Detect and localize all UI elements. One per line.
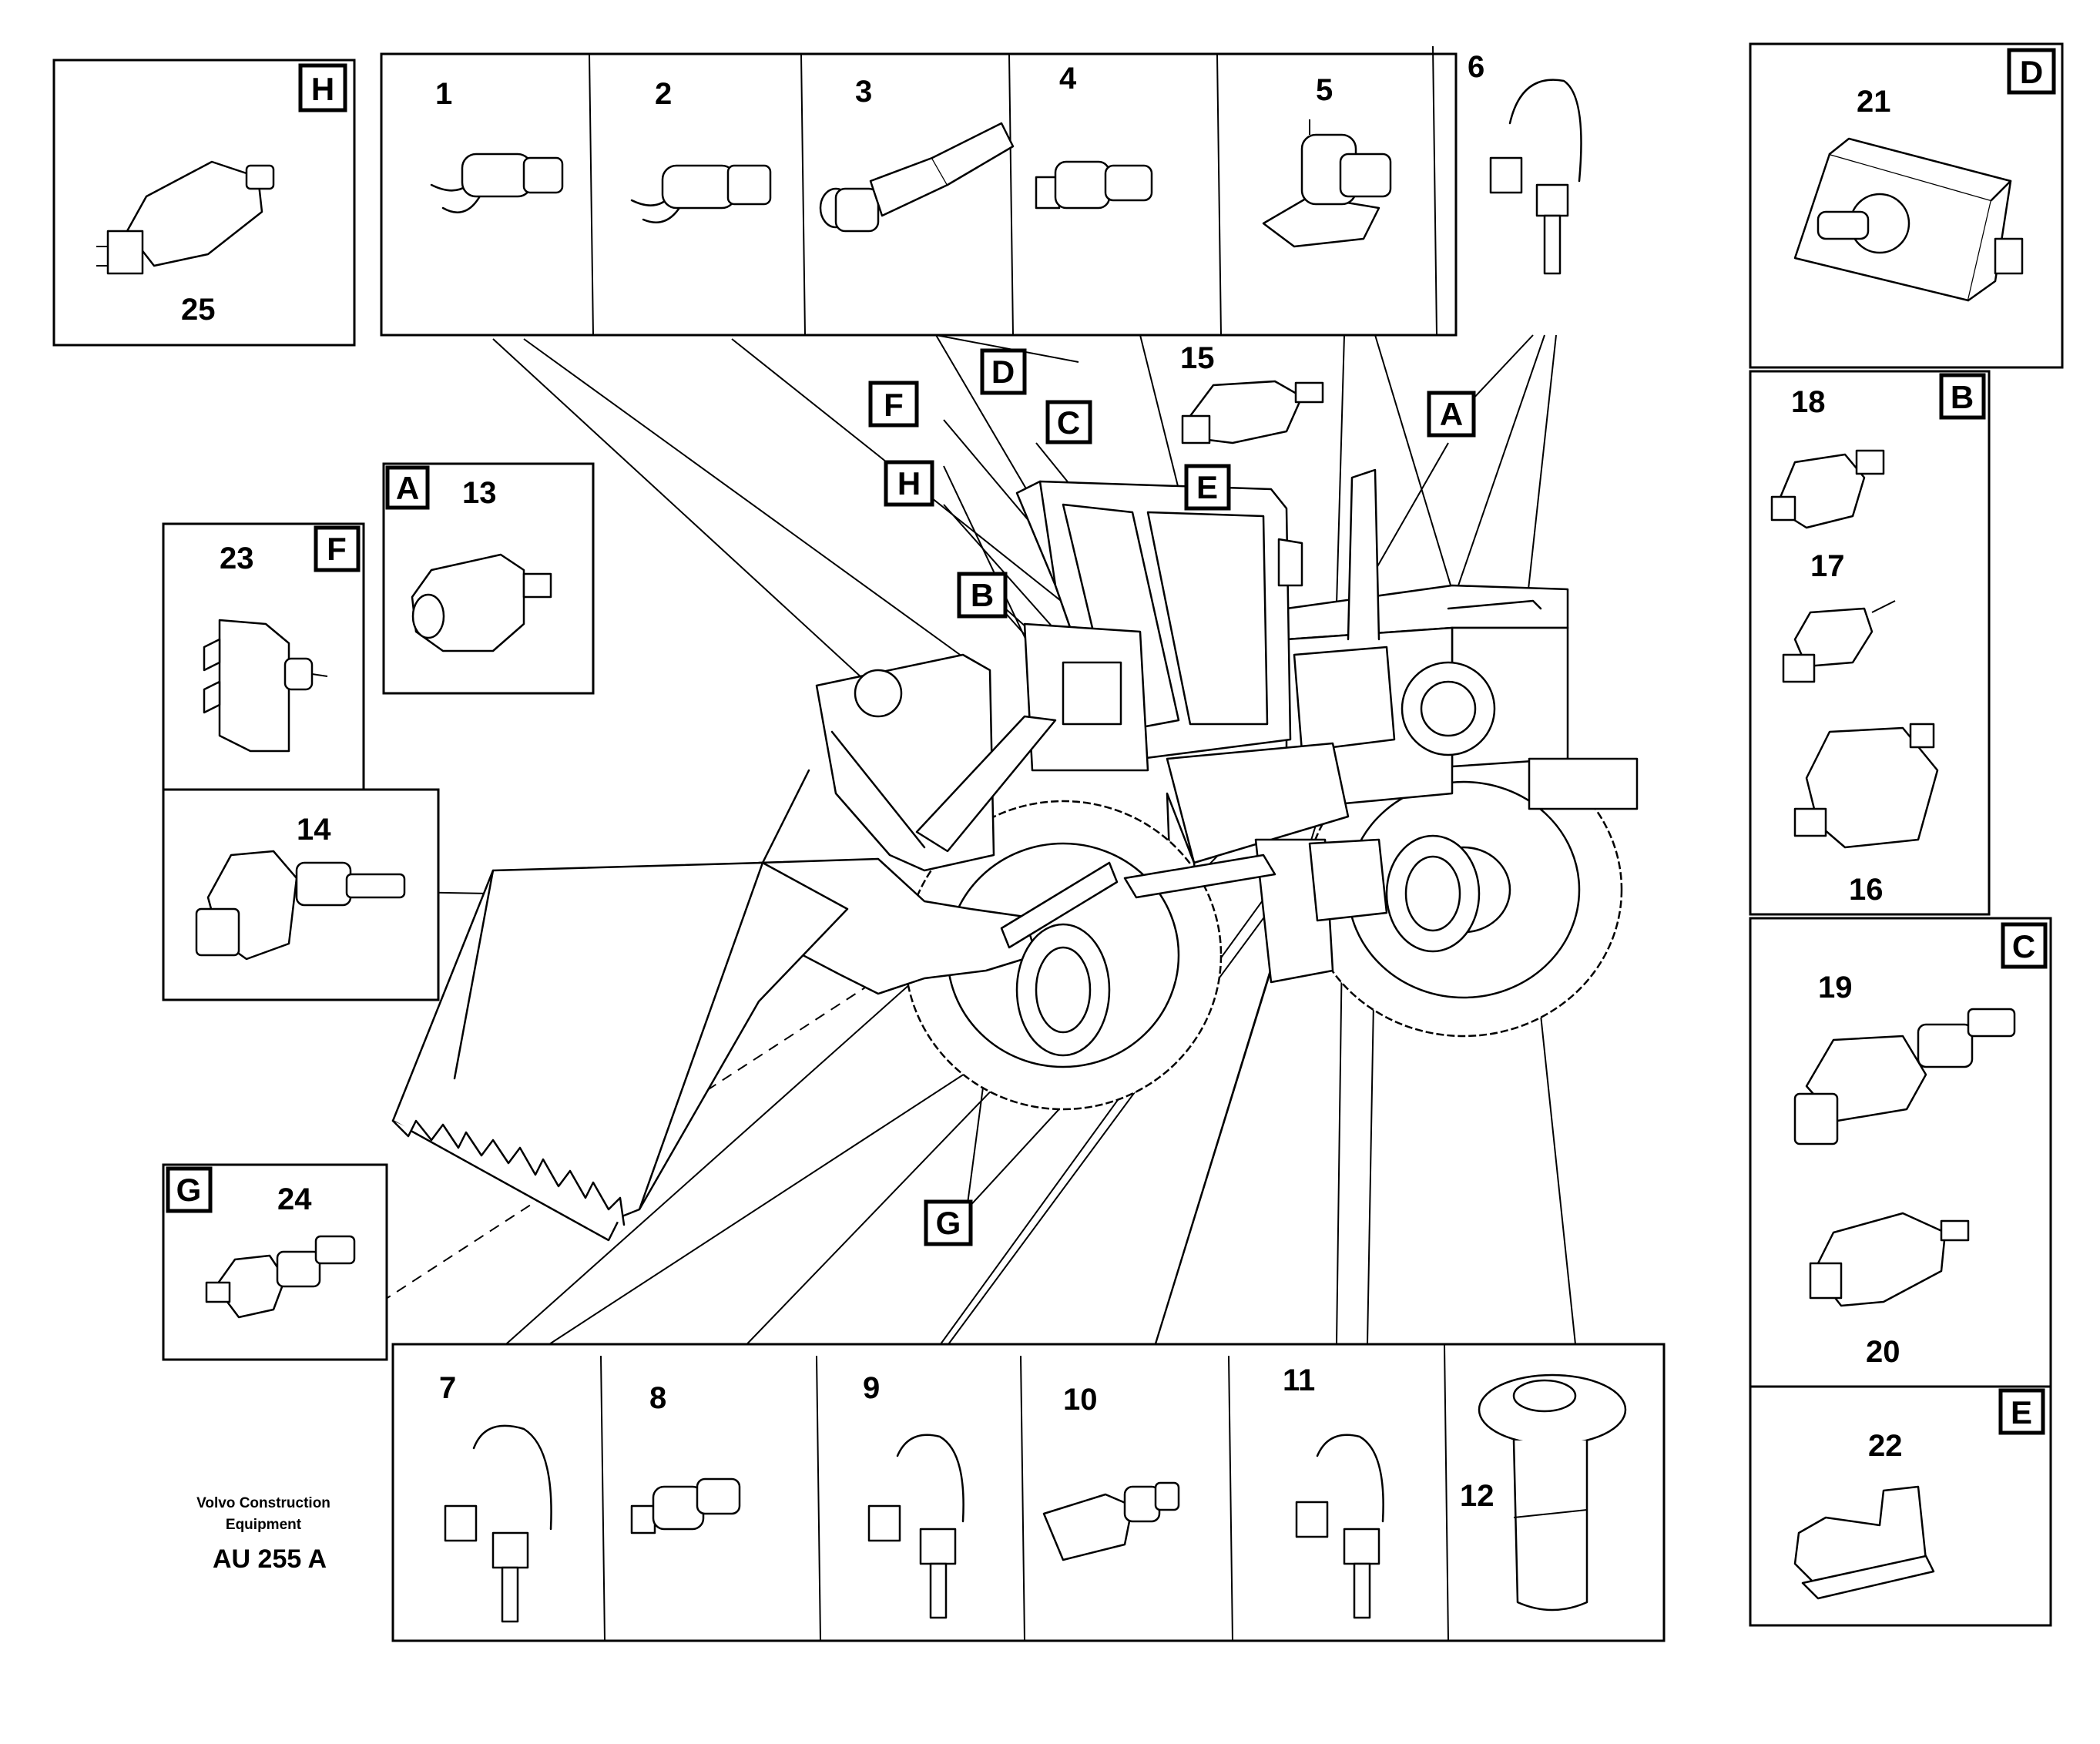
callout-22: 22 <box>1868 1429 1903 1463</box>
view-label-c-on-machine: C <box>1057 404 1080 441</box>
part-24-sensor <box>205 1235 356 1319</box>
view-label-a-on-machine: A <box>1440 396 1463 432</box>
view-label-g-on-machine: G <box>936 1205 961 1241</box>
view-label-f-on-machine: F <box>884 387 904 423</box>
part-5-switch <box>1262 119 1392 248</box>
view-label-a-13: A <box>396 470 419 506</box>
panel-view-e: 22 E <box>1749 1385 2052 1627</box>
view-label-b: B <box>1951 379 1974 415</box>
part-2-sensor <box>630 164 772 223</box>
part-15-sensor <box>1181 380 1324 444</box>
part-19-sensor <box>1793 1008 2016 1145</box>
panel-view-a-13: 13 A <box>382 462 595 695</box>
front-axle <box>757 834 1481 1057</box>
callout-20: 20 <box>1866 1335 1900 1369</box>
panel-view-f: 23 F <box>162 522 365 791</box>
part-9-sensor <box>867 1434 964 1619</box>
callout-4: 4 <box>1059 62 1077 96</box>
panel-view-c: 19 20 C <box>1749 917 2052 1390</box>
part-10-sensor <box>1042 1481 1180 1561</box>
callout-18: 18 <box>1791 385 1826 419</box>
credit-line-2: Equipment <box>226 1517 302 1533</box>
part-23-switch <box>203 619 328 753</box>
callout-19: 19 <box>1818 971 1853 1004</box>
view-label-e: E <box>2011 1394 2032 1430</box>
part-8-sensor <box>630 1477 741 1534</box>
part-13-sensor <box>411 553 552 652</box>
callout-5: 5 <box>1316 73 1333 107</box>
part-25-pressure-switch <box>96 160 275 275</box>
view-label-g-24: G <box>176 1172 202 1208</box>
callout-16: 16 <box>1849 873 1884 907</box>
callout-14: 14 <box>297 813 331 847</box>
callout-7: 7 <box>439 1371 456 1405</box>
callout-3: 3 <box>855 75 872 109</box>
panel-view-d: 21 D <box>1749 42 2064 369</box>
part-21-pressure-switch <box>1793 137 2024 302</box>
part-11-sensor <box>1295 1434 1384 1619</box>
credit-line-1: Volvo Construction <box>196 1495 330 1511</box>
callout-2: 2 <box>655 77 672 111</box>
view-label-d: D <box>2020 54 2043 90</box>
view-label-e-on-machine: E <box>1196 469 1218 505</box>
callout-15: 15 <box>1180 341 1215 375</box>
panel-view-g-24: 24 G <box>162 1163 388 1361</box>
bucket <box>391 861 849 1242</box>
callout-13: 13 <box>462 476 497 510</box>
callout-17: 17 <box>1810 549 1845 583</box>
panel-part-14: 14 <box>162 788 440 1001</box>
lift-arms <box>750 653 1057 887</box>
callout-6: 6 <box>1468 50 1484 84</box>
panel-view-h: 25 H <box>52 59 356 347</box>
part-17-sensor <box>1782 600 1896 683</box>
view-label-h-on-machine: H <box>897 465 921 501</box>
view-label-c: C <box>2012 928 2035 964</box>
part-6-sensor <box>1489 79 1582 275</box>
drawing-reference-code: AU 255 A <box>213 1544 327 1574</box>
callout-24: 24 <box>277 1182 312 1216</box>
view-label-f: F <box>327 531 347 567</box>
callout-11: 11 <box>1283 1363 1315 1397</box>
part-12-fuel-gauge-sender <box>1478 1373 1627 1612</box>
part-20-sensor <box>1809 1212 1970 1307</box>
part-7-sensor <box>444 1424 552 1623</box>
panel-row-bottom: 7 8 9 10 11 12 <box>391 1343 1666 1642</box>
drawing-credit: Volvo Construction Equipment AU 255 A <box>196 1495 330 1574</box>
callout-10: 10 <box>1063 1383 1098 1417</box>
part-3-sensor <box>819 122 1015 233</box>
part-4-sensor <box>1035 160 1153 210</box>
callout-8: 8 <box>649 1381 666 1415</box>
panel-view-b: 18 17 16 B <box>1749 370 1991 916</box>
wheel-loader-illustration <box>391 468 1639 1242</box>
machine-view-labels: F D C H E A B G <box>868 348 1476 1246</box>
view-label-b-on-machine: B <box>971 577 994 613</box>
part-22-connector <box>1793 1485 1935 1600</box>
callout-1: 1 <box>435 77 452 111</box>
callout-21: 21 <box>1857 85 1891 119</box>
part-18-sensor <box>1770 449 1885 529</box>
view-label-h: H <box>311 71 334 107</box>
part-16-sensor <box>1793 723 1939 849</box>
view-label-d-on-machine: D <box>991 354 1015 390</box>
callout-23: 23 <box>220 542 254 575</box>
callout-9: 9 <box>863 1371 880 1405</box>
part-14-sensor <box>195 850 406 961</box>
callout-12: 12 <box>1460 1479 1494 1513</box>
part-1-sensor <box>430 153 564 213</box>
panel-row-top: 1 2 3 4 5 6 <box>380 45 1582 337</box>
callout-25: 25 <box>181 293 216 327</box>
